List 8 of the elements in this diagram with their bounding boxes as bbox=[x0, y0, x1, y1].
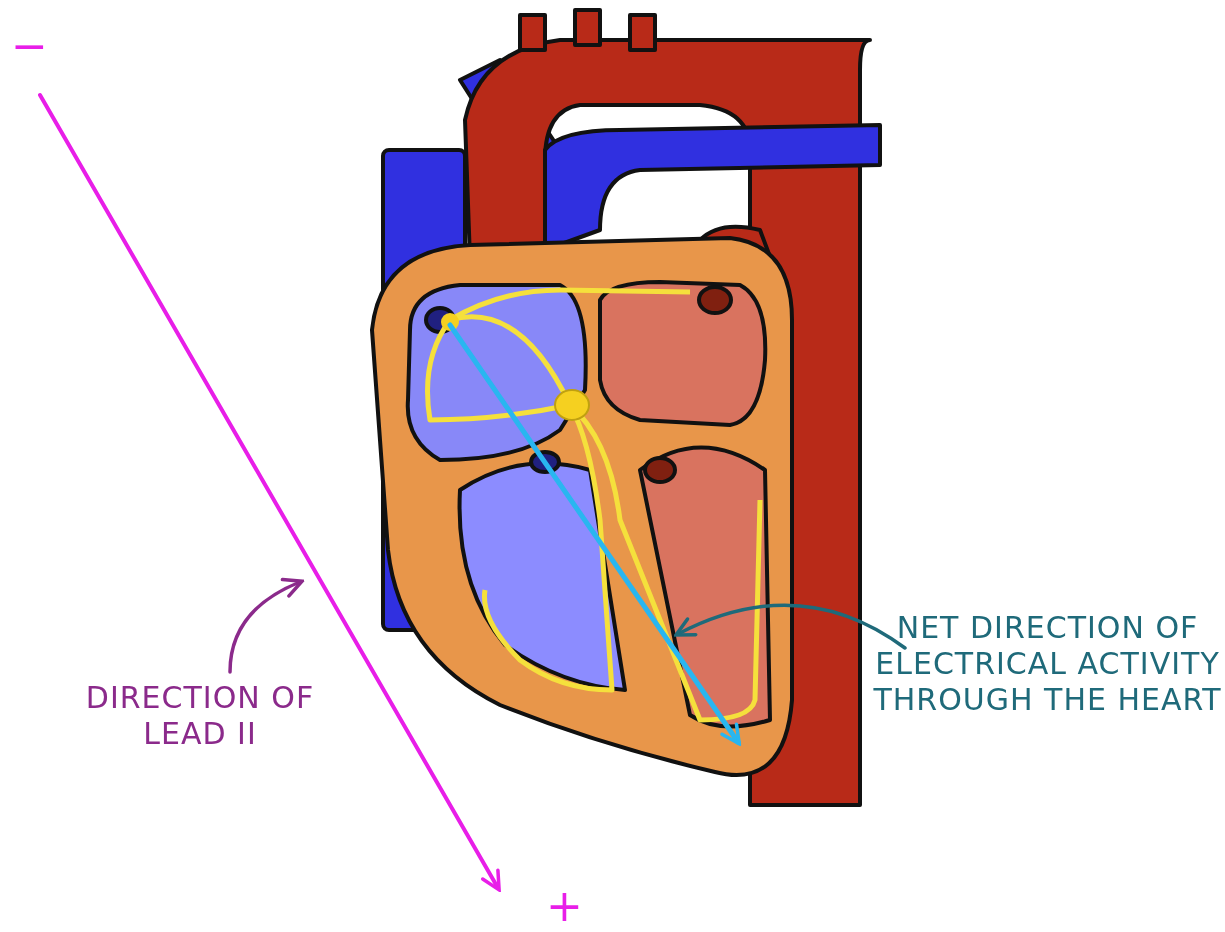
electrical-axis-arrow bbox=[447, 322, 741, 746]
annotation-text: DIRECTION OF LEAD II bbox=[40, 680, 360, 752]
polarity-sign: − bbox=[10, 20, 50, 73]
annotation-text: NET DIRECTION OF ELECTRICAL ACTIVITY THROUGH THE HEART bbox=[870, 610, 1225, 718]
leader-arrow bbox=[674, 603, 907, 650]
lead-direction-arrow bbox=[38, 93, 501, 892]
leader-arrow bbox=[228, 578, 304, 674]
polarity-sign: + bbox=[545, 880, 585, 932]
